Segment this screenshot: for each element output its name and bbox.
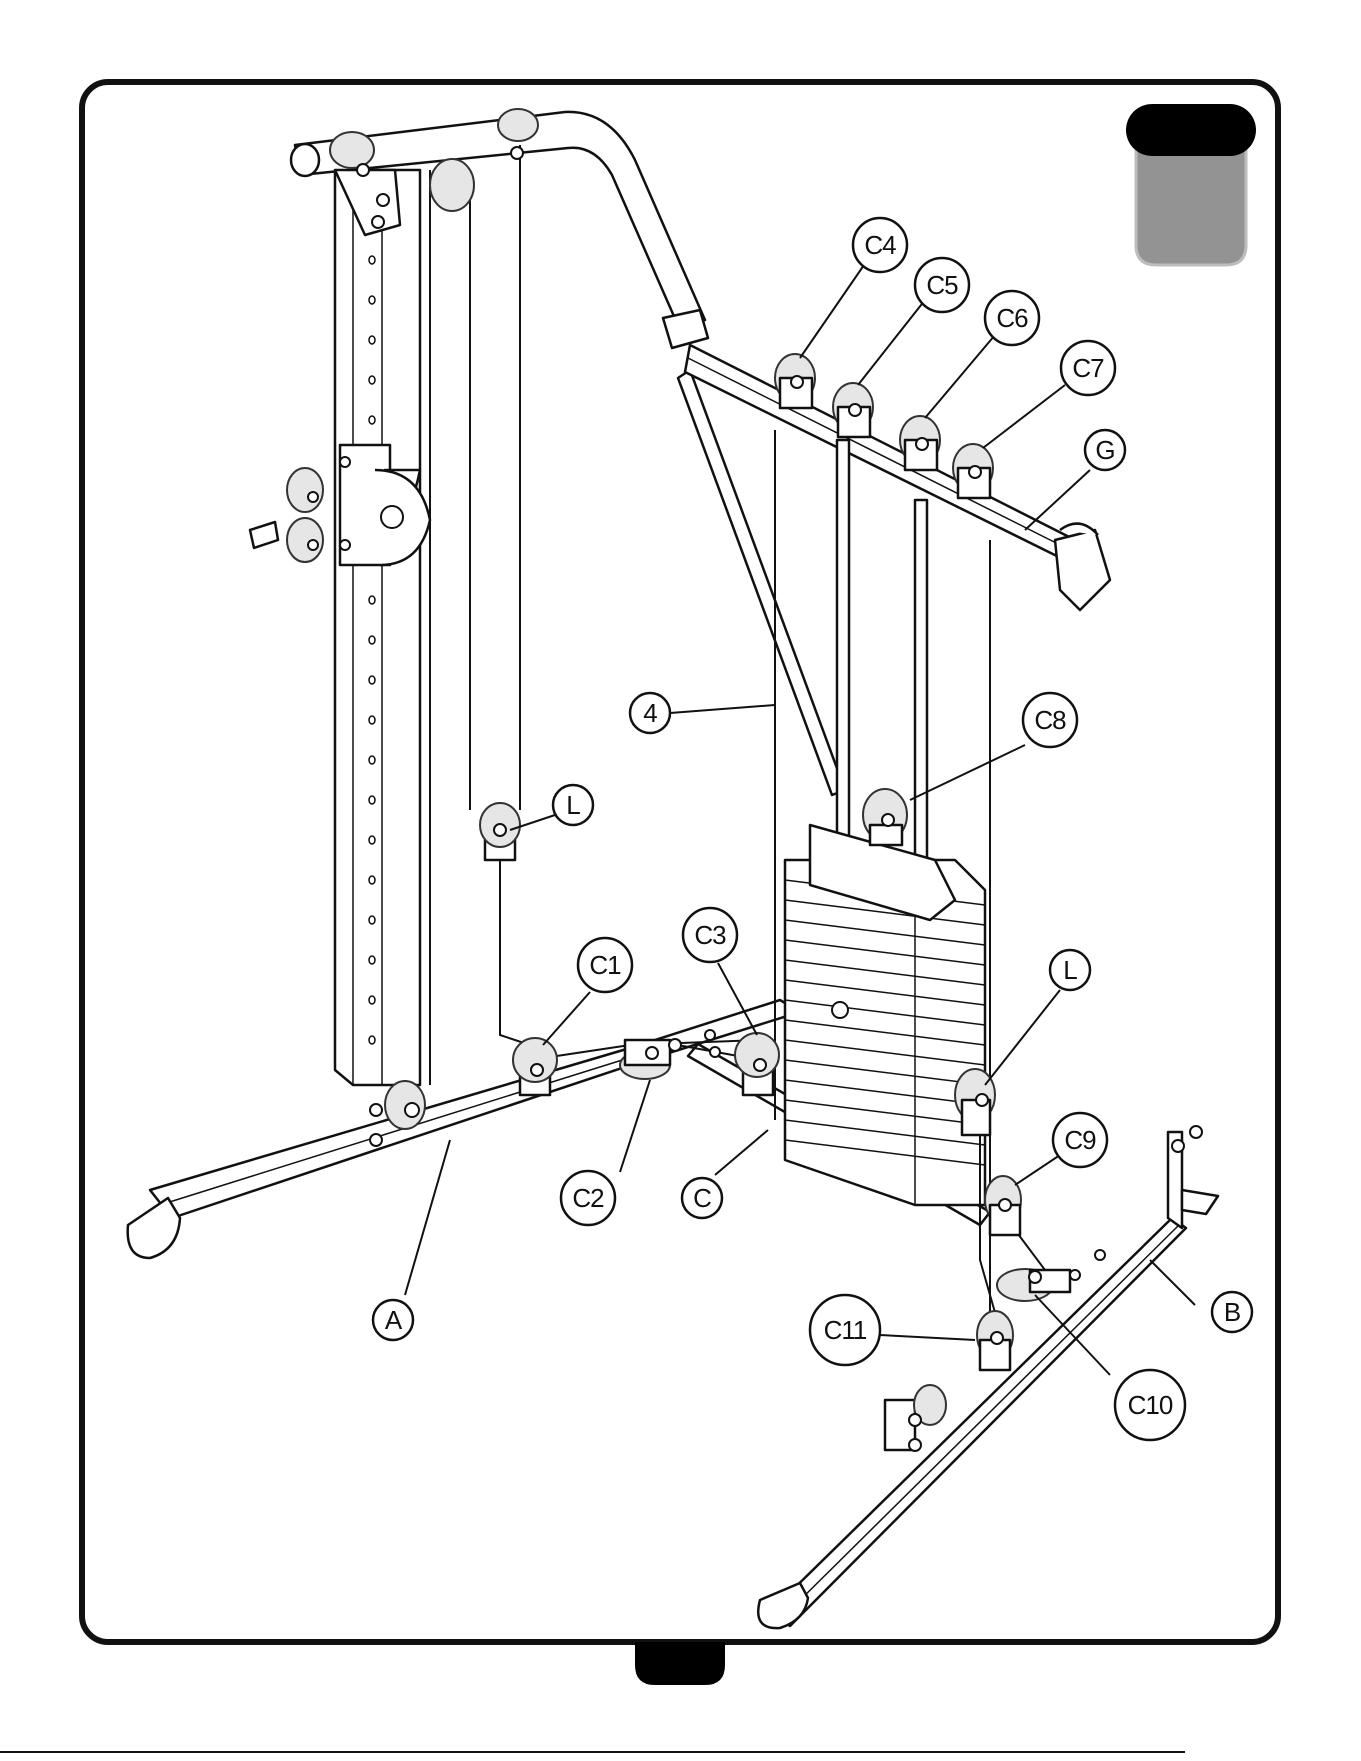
callout-label: C7: [1072, 353, 1104, 383]
page-tab: [1126, 104, 1256, 265]
callout-g: G: [1085, 430, 1125, 470]
callout-c2: C2: [561, 1171, 615, 1225]
callout-c5: C5: [915, 258, 969, 312]
callout-label: G: [1095, 435, 1114, 465]
callout-c9: C9: [1053, 1113, 1107, 1167]
callout-c6: C6: [985, 291, 1039, 345]
callout-c1: C1: [578, 938, 632, 992]
footer-tab: [635, 1642, 725, 1685]
callout-c8: C8: [1023, 693, 1077, 747]
callout-label: C6: [996, 303, 1028, 333]
callout-label: C2: [572, 1183, 604, 1213]
callout-b: B: [1212, 1292, 1252, 1332]
callout-label: C9: [1064, 1125, 1096, 1155]
callout-label: A: [385, 1305, 403, 1335]
callout-c4: C4: [853, 218, 907, 272]
callout-label: C: [693, 1183, 711, 1213]
callout-label: C10: [1128, 1390, 1173, 1420]
callout-label: L: [566, 790, 580, 820]
callout-label: C1: [589, 950, 621, 980]
callout-label: C8: [1034, 705, 1066, 735]
callout-c: C: [682, 1178, 722, 1218]
callout-l-left: L: [553, 785, 593, 825]
callout-c7: C7: [1061, 341, 1115, 395]
callout-label: C3: [694, 920, 726, 950]
callout-c10: C10: [1115, 1370, 1185, 1440]
callout-label: L: [1063, 955, 1077, 985]
callout-label: C11: [824, 1315, 867, 1345]
callout-a: A: [373, 1300, 413, 1340]
callout-label: 4: [643, 698, 657, 728]
callout-c3: C3: [683, 908, 737, 962]
callout-c11: C11: [810, 1295, 880, 1365]
callout-4: 4: [630, 693, 670, 733]
callout-label: C4: [864, 230, 896, 260]
callout-l-right: L: [1050, 950, 1090, 990]
callout-label: B: [1224, 1297, 1240, 1327]
callout-label: C5: [926, 270, 958, 300]
